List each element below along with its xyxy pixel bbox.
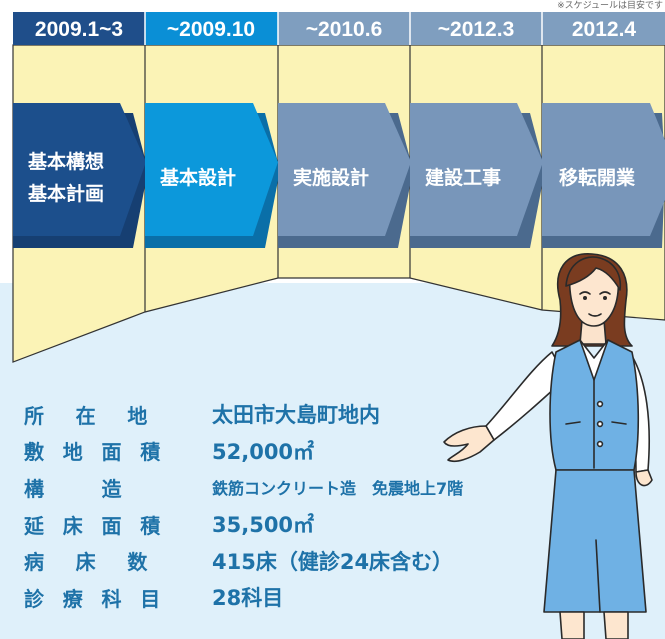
stage-label: 基本計画 (27, 182, 104, 205)
info-value: 太田市大島町地内 (212, 403, 380, 428)
info-row-departments: 診療科目 28科目 (24, 579, 544, 616)
stage-label: 基本構想 (27, 150, 104, 173)
info-row-structure: 構造 鉄筋コンクリート造 免震地上7階 (24, 469, 544, 506)
info-value: 52,000㎡ (212, 439, 315, 464)
period-label: ~2009.10 (167, 18, 255, 41)
period-cell-3 (278, 12, 410, 45)
period-label: 2009.1~3 (35, 18, 123, 41)
info-label: 構造 (24, 476, 122, 501)
stage-arrow-4 (410, 103, 543, 236)
guide-woman-illustration (443, 253, 653, 639)
info-label: 診療科目 (24, 586, 161, 611)
info-row-site-area: 敷地面積 52,000㎡ (24, 433, 544, 470)
info-value: 35,500㎡ (212, 513, 315, 538)
info-row-beds: 病床数 415床（健診24床含む） (24, 542, 544, 579)
info-row-floor-area: 延床面積 35,500㎡ (24, 506, 544, 543)
period-cell-1 (13, 12, 145, 45)
stage-arrow-5 (542, 103, 665, 236)
period-label: ~2010.6 (306, 18, 383, 41)
info-label: 所在地 (24, 403, 148, 428)
info-label: 延床面積 (24, 513, 161, 538)
schedule-note: ※スケジュールは目安です (557, 0, 663, 11)
info-label: 病床数 (24, 550, 148, 575)
stage-arrow-2 (145, 103, 278, 236)
facility-info: 所在地 太田市大島町地内 敷地面積 52,000㎡ 構造 鉄筋コンクリート造 免… (24, 396, 544, 616)
period-cell-2 (145, 12, 278, 45)
info-value: 415床（健診24床含む） (212, 549, 454, 574)
info-value: 鉄筋コンクリート造 免震地上7階 (212, 479, 464, 499)
timeline-header: 2009.1~3 ~2009.10 ~2010.6 ~2012.3 2012.4 (13, 12, 665, 45)
period-cell-4 (410, 12, 542, 45)
period-cell-5 (542, 12, 665, 45)
info-row-location: 所在地 太田市大島町地内 (24, 396, 544, 433)
stage-arrows: 基本構想 基本計画 基本設計 実施設計 建設工事 移転開業 (13, 103, 665, 248)
stage-label: 移転開業 (559, 166, 636, 189)
stage-arrow-3 (278, 103, 411, 236)
stage-label: 建設工事 (425, 166, 501, 189)
info-label: 敷地面積 (24, 440, 161, 465)
period-label: 2012.4 (572, 18, 637, 41)
stage-label: 基本設計 (159, 166, 236, 189)
info-value: 28科目 (212, 586, 284, 611)
stage-label: 実施設計 (293, 166, 369, 189)
stage-arrow-1 (13, 103, 146, 236)
period-label: ~2012.3 (438, 18, 515, 41)
